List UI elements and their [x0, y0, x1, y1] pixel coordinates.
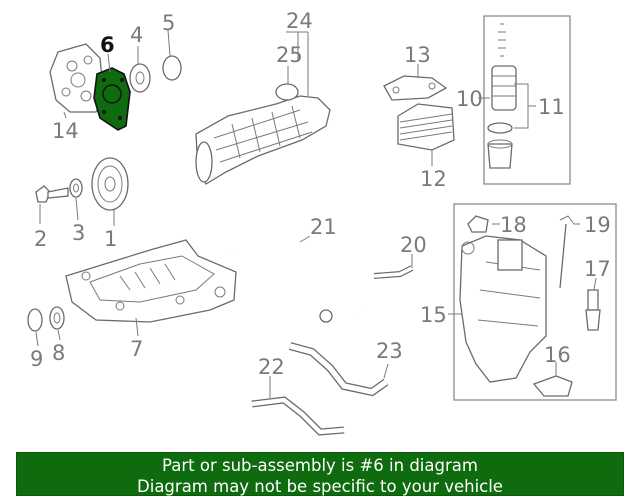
- part-3-washer: [69, 178, 83, 198]
- callout-20[interactable]: 20: [400, 233, 427, 257]
- callout-22[interactable]: 22: [258, 355, 285, 379]
- banner-line-part: Part or sub-assembly is #6 in diagram: [162, 456, 478, 475]
- callout-14[interactable]: 14: [52, 119, 79, 143]
- part-12-oil-cooler: [397, 103, 455, 151]
- callout-15[interactable]: 15: [420, 303, 447, 327]
- callout-5[interactable]: 5: [162, 11, 175, 35]
- part-6-highlighted: [93, 67, 131, 131]
- callout-6[interactable]: 6: [100, 33, 115, 57]
- callout-18[interactable]: 18: [500, 213, 527, 237]
- callout-13[interactable]: 13: [404, 43, 431, 67]
- part-2-bolt: [35, 185, 69, 203]
- callout-9[interactable]: 9: [30, 347, 43, 371]
- part-11-box: [483, 15, 571, 185]
- callout-10[interactable]: 10: [456, 87, 483, 111]
- callout-4[interactable]: 4: [130, 23, 143, 47]
- part-4-seal: [129, 63, 151, 93]
- part-15-box: [453, 203, 617, 401]
- part-20-pipe: [373, 265, 414, 279]
- part-24-intake-manifold: [195, 95, 331, 185]
- part-5-o-ring: [162, 55, 182, 81]
- part-19-dipstick: [559, 215, 575, 289]
- part-1-pulley: [91, 157, 129, 211]
- part-11-oil-filter: [487, 23, 517, 169]
- parts-diagram: 1 2 3 4 5 6 7 8 9 10 11 12 13 14 15 16 1…: [27, 9, 617, 436]
- callout-12[interactable]: 12: [420, 167, 447, 191]
- callout-3[interactable]: 3: [72, 221, 85, 245]
- callout-25[interactable]: 25: [276, 43, 303, 67]
- part-15-reservoir: [459, 235, 547, 383]
- callout-16[interactable]: 16: [544, 343, 571, 367]
- callout-8[interactable]: 8: [52, 341, 65, 365]
- callout-19[interactable]: 19: [584, 213, 611, 237]
- part-16-bracket: [532, 375, 573, 397]
- part-9-o-ring: [27, 308, 43, 332]
- callout-21[interactable]: 21: [310, 215, 337, 239]
- part-14-front-cover: [49, 43, 105, 113]
- callout-24[interactable]: 24: [286, 9, 313, 33]
- part-17-sensor: [585, 289, 601, 331]
- callout-23[interactable]: 23: [376, 339, 403, 363]
- part-18-cap: [467, 215, 489, 233]
- part-25-gasket: [275, 83, 299, 101]
- callout-11[interactable]: 11: [538, 95, 565, 119]
- banner-line-disclaimer: Diagram may not be specific to your vehi…: [137, 477, 503, 496]
- part-13-gasket: [383, 75, 448, 101]
- part-21-hose: [230, 226, 361, 323]
- part-22-hose: [251, 396, 345, 436]
- callout-17[interactable]: 17: [584, 257, 611, 281]
- part-8-seal: [49, 306, 65, 330]
- info-banner: Part or sub-assembly is #6 in diagram Di…: [16, 452, 624, 496]
- callout-1[interactable]: 1: [104, 227, 117, 251]
- callout-2[interactable]: 2: [34, 227, 47, 251]
- part-7-oil-pan: [65, 239, 237, 323]
- callout-7[interactable]: 7: [130, 337, 143, 361]
- part-23-hose: [288, 342, 389, 397]
